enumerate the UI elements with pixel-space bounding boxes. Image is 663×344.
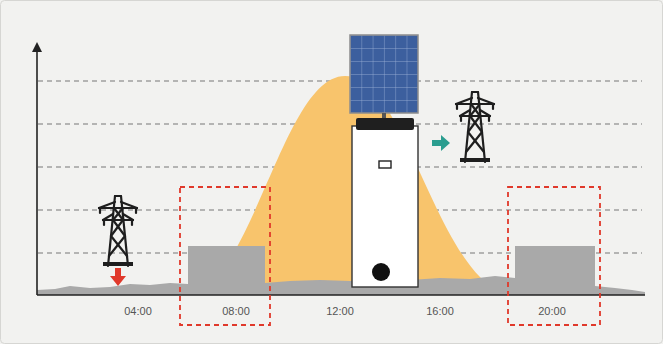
grid-pylon: [456, 92, 494, 162]
time-label: 16:00: [426, 306, 454, 317]
axes: [37, 50, 645, 295]
import-arrow: [110, 268, 126, 286]
time-label: 12:00: [326, 306, 354, 317]
solar-panel: [350, 35, 418, 120]
time-label: 08:00: [222, 306, 250, 317]
grid-pylon: [99, 196, 137, 266]
heat-pump: [352, 118, 418, 287]
time-label: 04:00: [124, 306, 152, 317]
export-arrow: [432, 135, 450, 151]
consumption-area: [37, 246, 645, 295]
axis-arrow: [32, 42, 42, 52]
time-label: 20:00: [538, 306, 566, 317]
